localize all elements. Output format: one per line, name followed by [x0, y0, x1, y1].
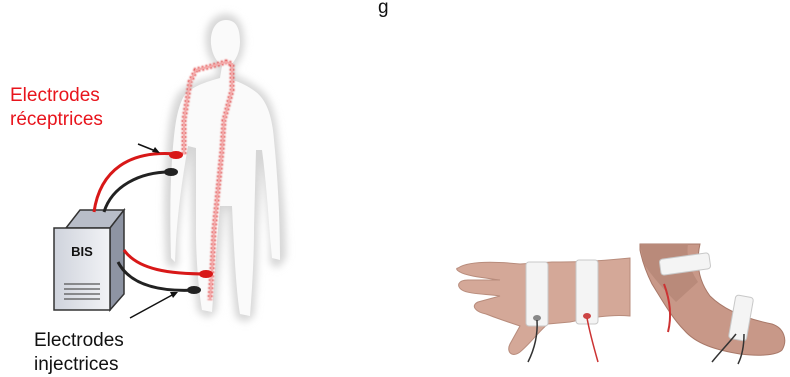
foot-photo — [638, 240, 786, 366]
black-wire-lower — [118, 262, 196, 290]
bis-device: BIS — [54, 210, 124, 310]
hand-photo — [452, 242, 630, 364]
device-label: BIS — [71, 244, 93, 259]
black-wire-upper — [104, 172, 170, 212]
